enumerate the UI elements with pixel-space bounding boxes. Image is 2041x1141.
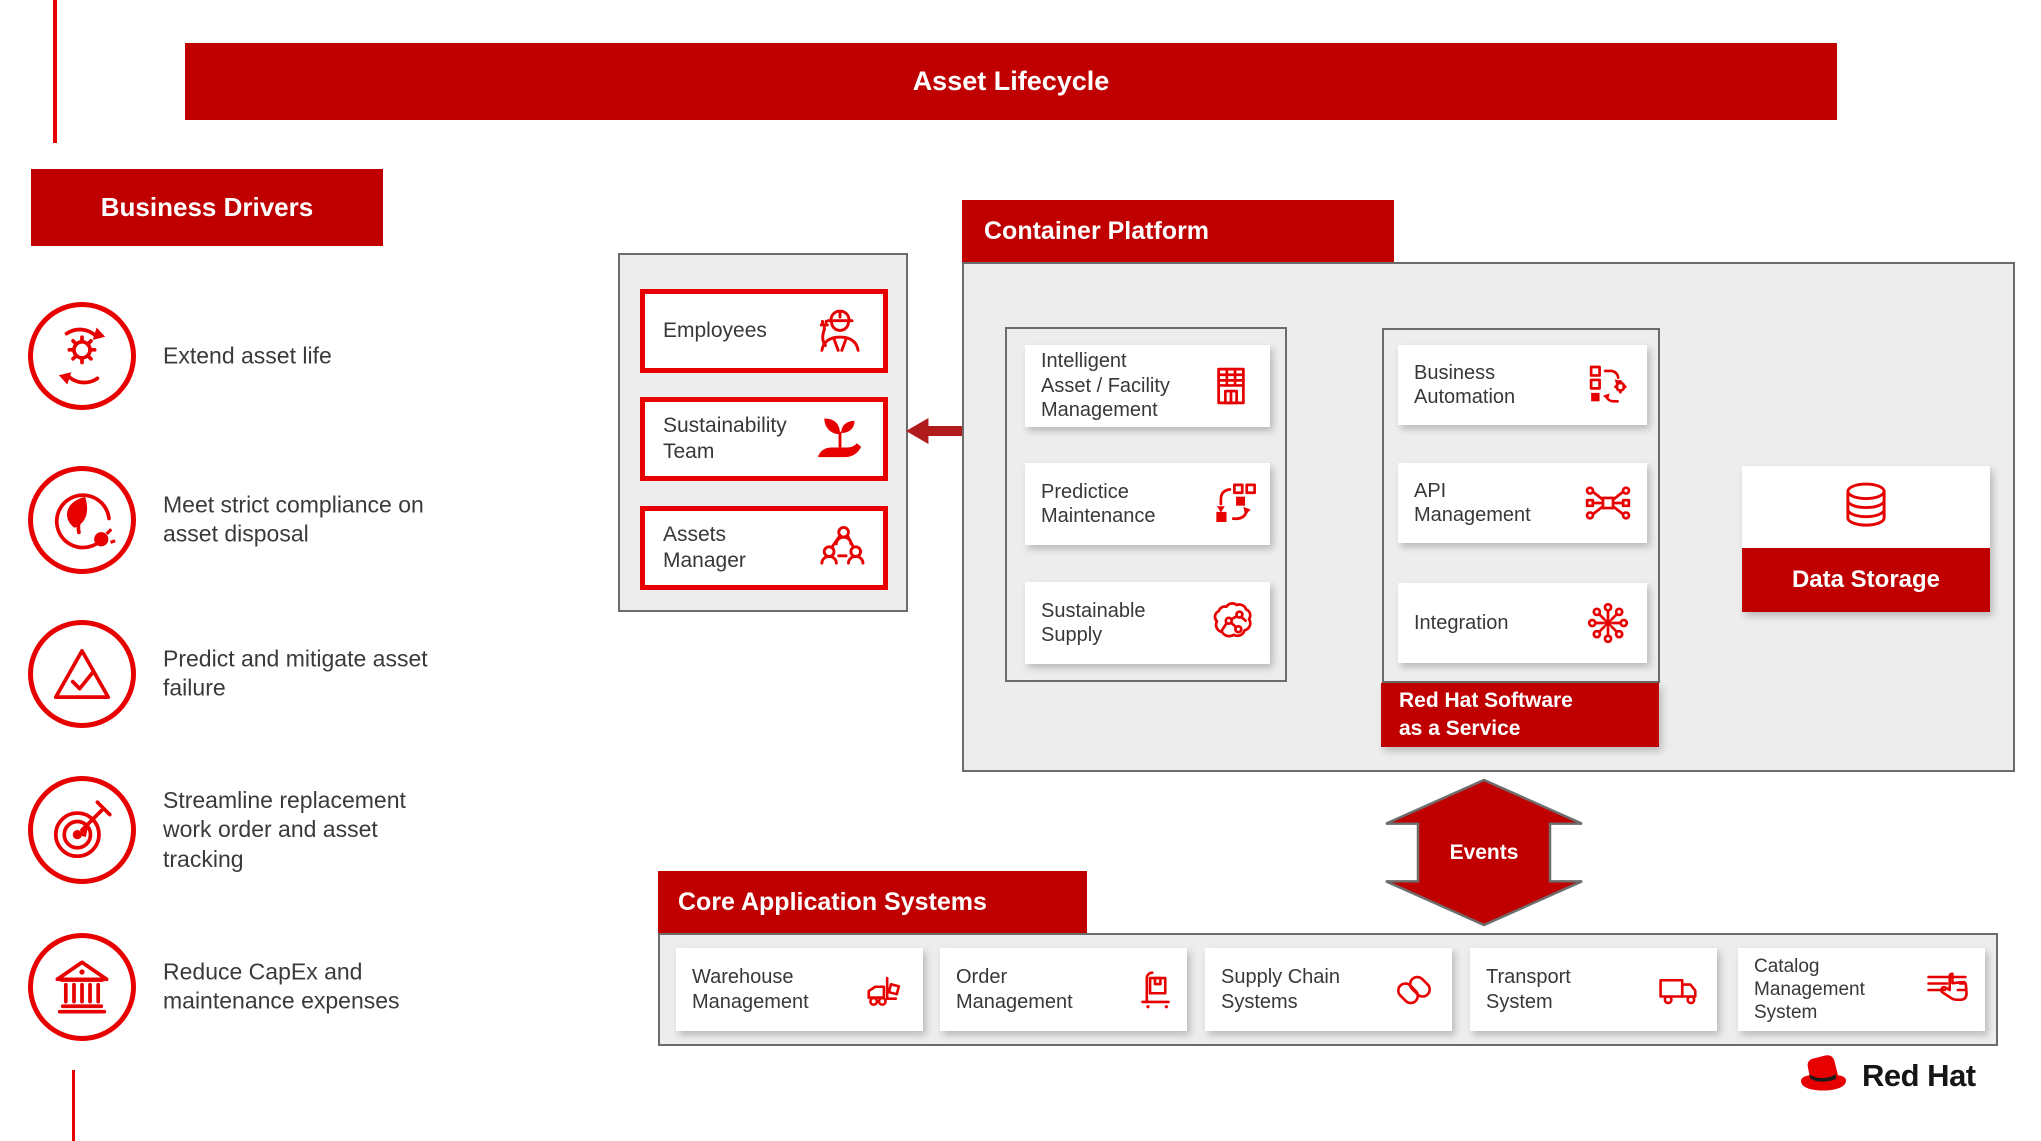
data-storage-band: Data Storage — [1742, 548, 1990, 612]
module-label: Sustainable Supply — [1041, 599, 1146, 646]
module-card-sustainable-supply: Sustainable Supply — [1025, 582, 1270, 664]
module-card-intelligent-asset-facility-management: Intelligent Asset / Facility Management — [1025, 345, 1270, 427]
catalog-click-icon — [1921, 964, 1973, 1016]
stakeholder-card-sustainability-team: Sustainability Team — [640, 397, 888, 481]
core-label: Supply Chain Systems — [1221, 966, 1340, 1013]
driver-label: Streamline replacement work order and as… — [163, 786, 406, 872]
stakeholder-label: Sustainability Team — [663, 414, 787, 463]
forklift-icon — [859, 964, 911, 1016]
page-title: Asset Lifecycle — [912, 66, 1110, 96]
core-card-transport-system: Transport System — [1470, 948, 1717, 1031]
database-icon — [1837, 478, 1895, 536]
data-storage-label: Data Storage — [1791, 566, 1941, 593]
driver-item — [28, 620, 136, 728]
business-drivers-title: Business Drivers — [100, 192, 314, 222]
module-label: Integration — [1414, 611, 1509, 634]
driver-label: Extend asset life — [163, 342, 332, 369]
automation-icon — [1581, 358, 1635, 412]
api-icon — [1581, 476, 1635, 530]
truck-icon — [1653, 964, 1705, 1016]
cart-icon — [1123, 964, 1175, 1016]
driver-label: Reduce CapEx and maintenance expenses — [163, 958, 400, 1014]
module-card-integration: Integration — [1398, 583, 1647, 663]
stakeholder-label: Assets Manager — [663, 523, 746, 572]
stakeholders-platform-arrow — [906, 413, 1008, 449]
core-label: Order Management — [956, 966, 1073, 1013]
container-platform-title: Container Platform — [984, 216, 1210, 245]
redhat-fedora-icon — [1793, 1049, 1853, 1095]
module-card-predictice-maintenance: Predictice Maintenance — [1025, 463, 1270, 545]
core-label: Catalog Management System — [1754, 955, 1865, 1024]
driver-label: Meet strict compliance on asset disposal — [163, 491, 424, 547]
core-label: Warehouse Management — [692, 966, 809, 1013]
module-label: Business Automation — [1414, 361, 1516, 408]
core-card-catalog-management-system: Catalog Management System — [1738, 948, 1985, 1031]
core-label: Transport System — [1486, 966, 1571, 1013]
integration-icon — [1581, 596, 1635, 650]
core-card-order-management: Order Management — [940, 948, 1187, 1031]
brain-icon — [1204, 596, 1258, 650]
driver-item — [28, 302, 136, 410]
module-label: Predictice Maintenance — [1041, 480, 1156, 527]
business-drivers-header: Business Drivers — [31, 169, 383, 246]
driver-item — [28, 933, 136, 1041]
core-systems-title: Core Application Systems — [678, 887, 987, 916]
driver-item — [28, 466, 136, 574]
plant-hand-icon — [811, 410, 869, 468]
container-platform-header: Container Platform — [962, 200, 1394, 262]
module-card-api-management: API Management — [1398, 463, 1647, 543]
redhat-logo-text: Red Hat — [1862, 1058, 1976, 1093]
driver-label: Predict and mitigate asset failure — [163, 645, 428, 701]
team-icon — [811, 519, 869, 577]
core-systems-header: Core Application Systems — [658, 871, 1087, 933]
events-label: Events — [1449, 840, 1519, 864]
module-label: API Management — [1414, 479, 1531, 526]
core-card-warehouse-management: Warehouse Management — [676, 948, 923, 1031]
driver-item — [28, 776, 136, 884]
events-arrow: Events — [1383, 778, 1585, 927]
module-label: Intelligent Asset / Facility Management — [1041, 350, 1170, 422]
stakeholder-card-assets-manager: Assets Manager — [640, 506, 888, 590]
chain-icon — [1388, 964, 1440, 1016]
data-storage-card — [1742, 466, 1990, 548]
bottom-accent-line — [72, 1070, 75, 1141]
recycle-gear-icon — [45, 319, 119, 393]
building-icon — [1204, 359, 1258, 413]
core-card-supply-chain-systems: Supply Chain Systems — [1205, 948, 1452, 1031]
target-arrow-icon — [45, 793, 119, 867]
module-card-business-automation: Business Automation — [1398, 345, 1647, 425]
stakeholder-label: Employees — [663, 319, 767, 343]
redhat-saas-label: Red Hat Software as a Service — [1399, 688, 1573, 740]
bank-icon — [45, 950, 119, 1024]
worker-icon — [811, 302, 869, 360]
title-banner: Asset Lifecycle — [185, 43, 1837, 120]
redhat-saas-label-band: Red Hat Software as a Service — [1381, 683, 1659, 747]
stakeholder-card-employees: Employees — [640, 289, 888, 373]
triangle-check-icon — [45, 637, 119, 711]
process-flow-icon — [1204, 477, 1258, 531]
leaf-plug-icon — [45, 483, 119, 557]
top-accent-line — [53, 0, 57, 143]
